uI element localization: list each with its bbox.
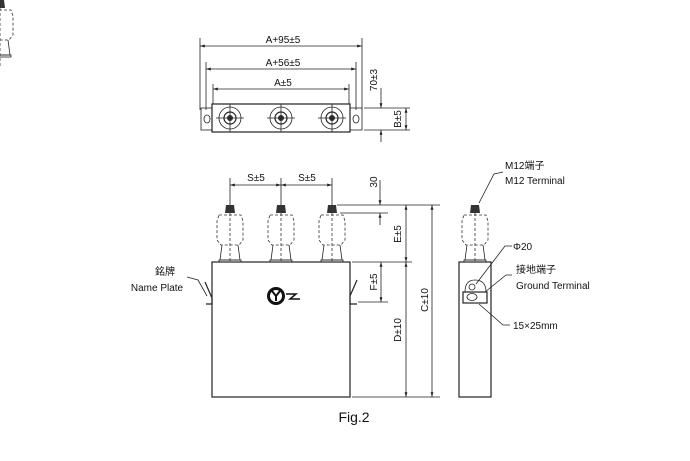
dim-terminal: 30 xyxy=(369,176,380,188)
dim-body: A±5 xyxy=(274,78,292,89)
dim-bracket: F±5 xyxy=(369,273,380,291)
dim-bushing: E±5 xyxy=(393,225,404,243)
ground-cn: 接地端子 xyxy=(516,263,556,276)
top-view: A+95±5 A+56±5 A±5 70±3 B±5 xyxy=(199,35,410,142)
bushing-front xyxy=(0,0,14,68)
dim-mounting: A+56±5 xyxy=(266,58,301,69)
capacitor-body xyxy=(211,261,351,398)
dim-width: B±5 xyxy=(393,110,404,128)
name-plate-en: Name Plate xyxy=(131,283,184,294)
figure-caption: Fig.2 xyxy=(338,409,369,425)
name-plate-cn: 銘牌 xyxy=(155,265,175,278)
side-view: M12端子 M12 Terminal Φ20 接地端子 Ground Termi… xyxy=(458,159,590,398)
hole-dia: Φ20 xyxy=(513,242,533,253)
dim-total-height: C±10 xyxy=(420,288,431,312)
terminal-cn: M12端子 xyxy=(505,159,544,172)
bushing-top-2 xyxy=(267,104,295,132)
front-view: S±5 S±5 銘牌 Name Plate 30 xyxy=(0,0,440,398)
terminal-en: M12 Terminal xyxy=(505,176,565,187)
bushing-top-1 xyxy=(216,104,244,132)
spacing-1: S±5 xyxy=(247,173,265,184)
bushing-top-3 xyxy=(318,104,346,132)
ground-size: 15×25mm xyxy=(513,321,558,332)
dim-body-height: D±10 xyxy=(393,318,404,342)
brand-logo xyxy=(267,287,300,305)
spacing-2: S±5 xyxy=(298,173,316,184)
dim-overall: A+95±5 xyxy=(266,35,301,46)
ground-en: Ground Terminal xyxy=(516,281,590,292)
dim-height: 70±3 xyxy=(369,68,380,91)
